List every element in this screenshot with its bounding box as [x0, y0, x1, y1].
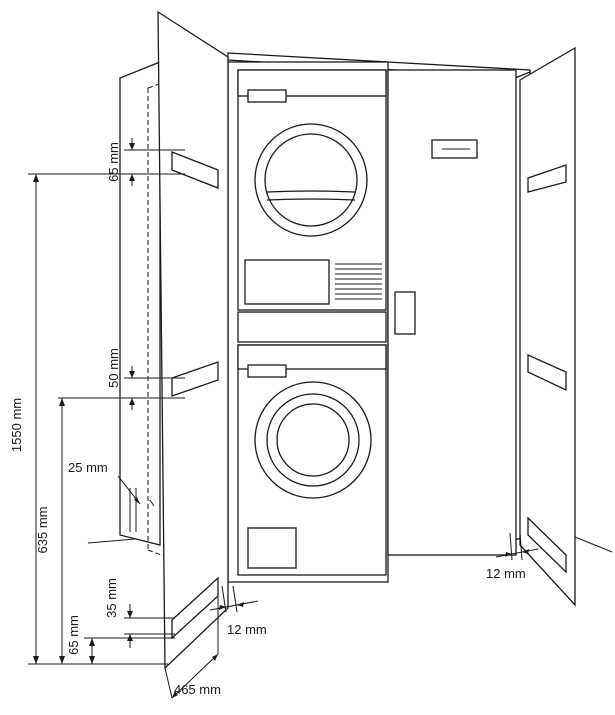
dimension-1550: 1550 mm: [9, 173, 185, 665]
dryer-drum-line-2: [266, 198, 356, 201]
dimension-12-right-label: 12 mm: [486, 566, 526, 581]
dimension-65-top: 65 mm: [106, 138, 185, 186]
stacking-kit-band: [237, 311, 387, 343]
dimension-50: 50 mm: [58, 348, 185, 410]
side-cabinet-handle: [394, 291, 416, 335]
dimension-12-right: 12 mm: [486, 532, 539, 581]
dimension-35: 35 mm: [104, 578, 175, 648]
dryer-drum-line: [266, 190, 356, 193]
dryer-filter-cover: [244, 259, 330, 305]
left-door-vent-middle: [171, 361, 219, 397]
right-door-vent-bottom: [527, 516, 567, 574]
dimension-12-left-label: 12 mm: [227, 622, 267, 637]
washer-door-glass: [266, 393, 360, 487]
dimension-1550-label: 1550 mm: [9, 398, 24, 452]
dimension-465-label: 465 mm: [174, 682, 221, 697]
dimension-635-label: 635 mm: [35, 507, 50, 554]
washer-drawer: [247, 364, 287, 378]
dimension-12-left: 12 mm: [209, 585, 267, 637]
cabinet-back-panel: [119, 61, 161, 546]
right-door-vent-top: [527, 164, 567, 193]
dimension-35-label: 35 mm: [104, 578, 119, 618]
right-door-vent-middle: [527, 353, 567, 392]
dimension-25-label: 25 mm: [68, 460, 108, 475]
dimension-465: 465 mm: [164, 578, 221, 699]
dryer-drawer: [247, 89, 287, 103]
left-open-door: [157, 10, 229, 670]
dimension-50-label: 50 mm: [106, 348, 121, 388]
dimension-635: 635 mm: [35, 398, 65, 664]
dryer-door-glass: [264, 133, 358, 227]
dryer-vent-grille: [335, 263, 382, 300]
floor-line-right: [574, 536, 613, 553]
dimension-65-top-label: 65 mm: [106, 142, 121, 182]
dimension-65-bottom: 65 mm: [66, 615, 175, 664]
washer-drum: [276, 403, 350, 477]
washer-filter-cover: [247, 527, 297, 569]
dimension-65-bottom-label: 65 mm: [66, 615, 81, 655]
dimension-25: 25 mm: [68, 460, 155, 507]
left-door-vent-top: [171, 151, 219, 189]
dryer-control-panel: [237, 69, 387, 97]
